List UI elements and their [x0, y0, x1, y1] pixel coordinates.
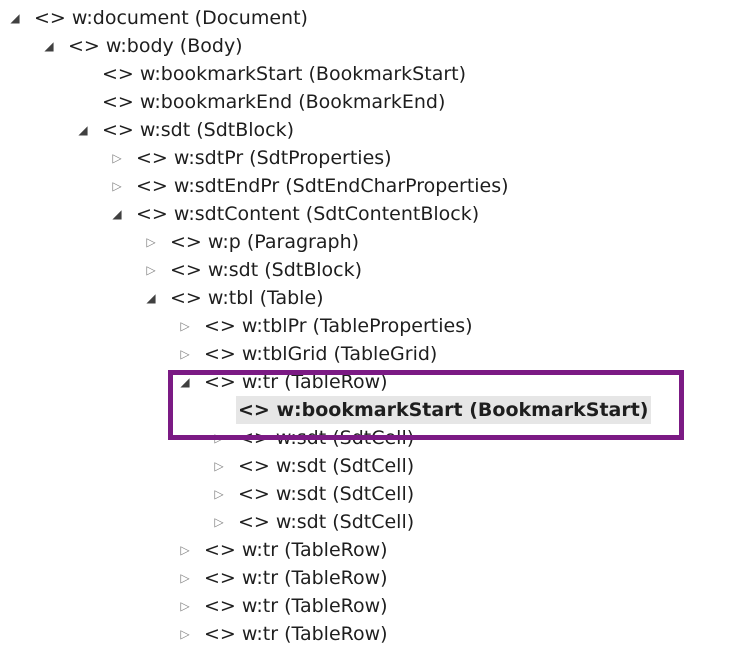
tree-row[interactable]: ▷ <> w:sdt (SdtCell): [0, 508, 738, 536]
tree-row[interactable]: ◢ <> w:document (Document): [0, 4, 738, 32]
collapsed-arrow-icon[interactable]: ▷: [180, 599, 190, 613]
tree-node-label: <> w:p (Paragraph): [170, 231, 360, 253]
expanded-arrow-icon[interactable]: ◢: [180, 375, 190, 389]
tree-row[interactable]: ▷ <> w:sdt (SdtCell): [0, 424, 738, 452]
expanded-arrow-icon[interactable]: ◢: [44, 39, 54, 53]
tree-row[interactable]: ▷ <> w:sdt (SdtCell): [0, 452, 738, 480]
tree-row[interactable]: ▷ <> w:tblGrid (TableGrid): [0, 340, 738, 368]
tree-node-label: <> w:tbl (Table): [170, 287, 324, 309]
collapsed-arrow-icon[interactable]: ▷: [146, 235, 156, 249]
tree-row[interactable]: ▷ <> w:tr (TableRow): [0, 620, 738, 648]
tree-node-label: <> w:tr (TableRow): [204, 567, 388, 589]
tree-node-label: <> w:sdt (SdtCell): [238, 427, 415, 449]
expanded-arrow-icon[interactable]: ◢: [146, 291, 156, 305]
expanded-arrow-icon[interactable]: ◢: [10, 11, 20, 25]
tree-row[interactable]: ◢ <> w:body (Body): [0, 32, 738, 60]
tree-row[interactable]: ▷ <> w:sdt (SdtCell): [0, 480, 738, 508]
tree-row[interactable]: <> w:bookmarkEnd (BookmarkEnd): [0, 88, 738, 116]
tree-node-label: <> w:tr (TableRow): [204, 623, 388, 645]
collapsed-arrow-icon[interactable]: ▷: [214, 515, 224, 529]
collapsed-arrow-icon[interactable]: ▷: [214, 459, 224, 473]
tree-node-label: <> w:sdt (SdtCell): [238, 511, 415, 533]
tree-node-label: <> w:sdtContent (SdtContentBlock): [136, 203, 480, 225]
collapsed-arrow-icon[interactable]: ▷: [180, 627, 190, 641]
tree-row[interactable]: ◢ <> w:tbl (Table): [0, 284, 738, 312]
collapsed-arrow-icon[interactable]: ▷: [180, 543, 190, 557]
tree-node-label: <> w:document (Document): [34, 7, 308, 29]
tree-node-label: <> w:bookmarkStart (BookmarkStart): [102, 63, 467, 85]
tree-row[interactable]: ◢ <> w:sdtContent (SdtContentBlock): [0, 200, 738, 228]
collapsed-arrow-icon[interactable]: ▷: [146, 263, 156, 277]
tree-node-label: <> w:sdt (SdtCell): [238, 483, 415, 505]
tree-node-label: <> w:sdtPr (SdtProperties): [136, 147, 392, 169]
tree-node-label: <> w:sdt (SdtCell): [238, 455, 415, 477]
collapsed-arrow-icon[interactable]: ▷: [180, 571, 190, 585]
tree-row[interactable]: ▷ <> w:sdtEndPr (SdtEndCharProperties): [0, 172, 738, 200]
tree-row[interactable]: ▷ <> w:tr (TableRow): [0, 564, 738, 592]
tree-row[interactable]: ▷ <> w:tr (TableRow): [0, 536, 738, 564]
tree-row-selected[interactable]: <> w:bookmarkStart (BookmarkStart): [0, 396, 738, 424]
tree-node-label: <> w:sdt (SdtBlock): [102, 119, 295, 141]
collapsed-arrow-icon[interactable]: ▷: [180, 347, 190, 361]
tree-row[interactable]: <> w:bookmarkStart (BookmarkStart): [0, 60, 738, 88]
collapsed-arrow-icon[interactable]: ▷: [180, 319, 190, 333]
tree-node-label: <> w:tblGrid (TableGrid): [204, 343, 438, 365]
collapsed-arrow-icon[interactable]: ▷: [214, 487, 224, 501]
tree-node-label: <> w:bookmarkStart (BookmarkStart): [236, 396, 651, 424]
tree-row[interactable]: ◢ <> w:tr (TableRow): [0, 368, 738, 396]
tree-node-label: <> w:tr (TableRow): [204, 371, 388, 393]
tree-row[interactable]: ▷ <> w:sdtPr (SdtProperties): [0, 144, 738, 172]
tree-node-label: <> w:bookmarkEnd (BookmarkEnd): [102, 91, 446, 113]
collapsed-arrow-icon[interactable]: ▷: [112, 179, 122, 193]
collapsed-arrow-icon[interactable]: ▷: [214, 431, 224, 445]
tree-row[interactable]: ◢ <> w:sdt (SdtBlock): [0, 116, 738, 144]
tree-node-label: <> w:tblPr (TableProperties): [204, 315, 473, 337]
tree-row[interactable]: ▷ <> w:tblPr (TableProperties): [0, 312, 738, 340]
tree-row[interactable]: ▷ <> w:sdt (SdtBlock): [0, 256, 738, 284]
expanded-arrow-icon[interactable]: ◢: [112, 207, 122, 221]
tree-node-label: <> w:tr (TableRow): [204, 539, 388, 561]
tree-node-label: <> w:body (Body): [68, 35, 243, 57]
tree-row[interactable]: ▷ <> w:p (Paragraph): [0, 228, 738, 256]
tree-node-label: <> w:tr (TableRow): [204, 595, 388, 617]
collapsed-arrow-icon[interactable]: ▷: [112, 151, 122, 165]
document-tree: ◢ <> w:document (Document) ◢ <> w:body (Bod…: [0, 4, 738, 645]
tree-row[interactable]: ▷ <> w:tr (TableRow): [0, 592, 738, 620]
expanded-arrow-icon[interactable]: ◢: [78, 123, 88, 137]
tree-node-label: <> w:sdt (SdtBlock): [170, 259, 363, 281]
tree-node-label: <> w:sdtEndPr (SdtEndCharProperties): [136, 175, 509, 197]
